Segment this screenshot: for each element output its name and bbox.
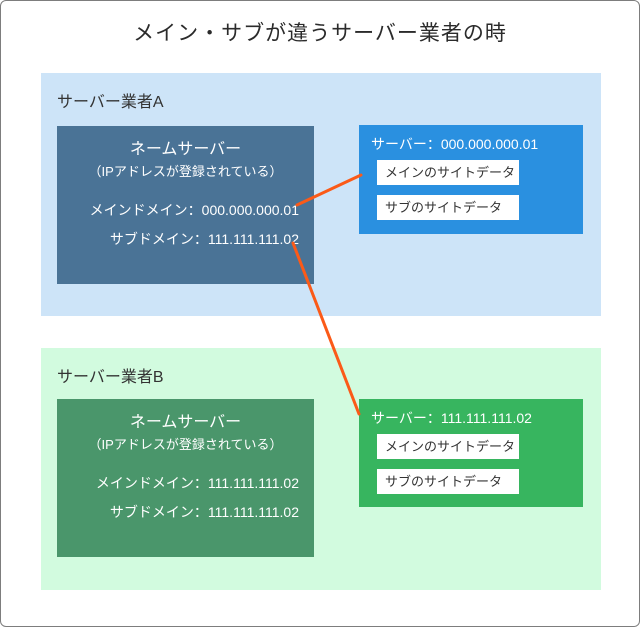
- main-site-data-box: メインのサイトデータ: [377, 160, 519, 185]
- nameserver-sub-domain: サブドメイン：111.111.111.02: [109, 504, 299, 520]
- nameserver-note: （IPアドレスが登録されている）: [88, 164, 283, 179]
- server-address-label: サーバー：000.000.000.01: [371, 136, 539, 152]
- main-site-data-box: メインのサイトデータ: [377, 434, 519, 459]
- nameserver-title: ネームサーバー: [129, 141, 242, 158]
- server-address-label: サーバー：111.111.111.02: [371, 410, 532, 426]
- provider-b-group: サーバー業者B ネームサーバー （IPアドレスが登録されている） メインドメイン…: [41, 348, 601, 590]
- nameserver-main-domain: メインドメイン：111.111.111.02: [95, 475, 299, 491]
- nameserver-sub-domain: サブドメイン：111.111.111.02: [109, 231, 299, 247]
- provider-a-group: サーバー業者A ネームサーバー （IPアドレスが登録されている） メインドメイン…: [41, 73, 601, 316]
- nameserver-main-domain: メインドメイン：000.000.000.01: [89, 202, 299, 218]
- provider-a-nameserver-box: ネームサーバー （IPアドレスが登録されている） メインドメイン：000.000…: [57, 126, 314, 284]
- provider-b-label: サーバー業者B: [57, 369, 164, 386]
- provider-b-nameserver-box: ネームサーバー （IPアドレスが登録されている） メインドメイン：111.111…: [57, 399, 314, 557]
- sub-site-data-box: サブのサイトデータ: [377, 469, 519, 494]
- provider-a-label: サーバー業者A: [57, 94, 164, 111]
- provider-a-server-box: サーバー：000.000.000.01 メインのサイトデータ サブのサイトデータ: [359, 125, 583, 234]
- provider-b-server-box: サーバー：111.111.111.02 メインのサイトデータ サブのサイトデータ: [359, 399, 583, 507]
- sub-site-data-box: サブのサイトデータ: [377, 195, 519, 220]
- diagram-title: メイン・サブが違うサーバー業者の時: [133, 22, 507, 45]
- nameserver-note: （IPアドレスが登録されている）: [88, 437, 283, 452]
- nameserver-title: ネームサーバー: [129, 414, 242, 431]
